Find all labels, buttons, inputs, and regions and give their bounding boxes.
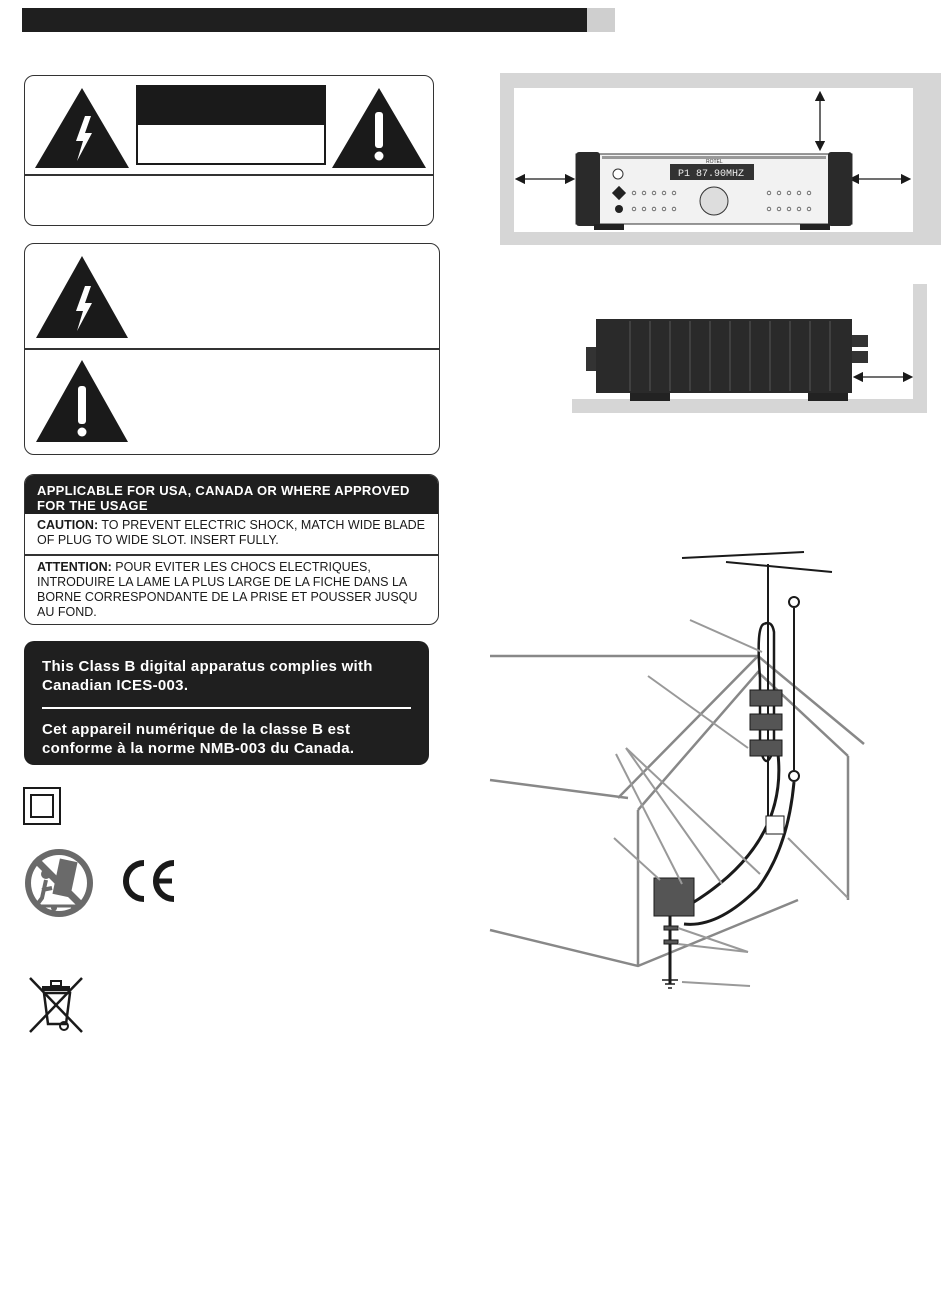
- ices-english: This Class B digital apparatus complies …: [42, 658, 373, 694]
- weee-crossed-bin-icon: [29, 977, 83, 1033]
- cart-tip-over-warning-icon: [25, 849, 93, 917]
- divider: [42, 707, 411, 709]
- unit-front-view: ROTEL P1 87.90MHZ: [514, 90, 912, 230]
- caution-text: CAUTION: TO PREVENT ELECTRIC SHOCK, MATC…: [37, 518, 426, 547]
- ventilation-side-shelf: [572, 399, 927, 413]
- antenna-grounding-diagram: [489, 551, 865, 989]
- divider: [24, 174, 434, 176]
- unit-side-view: [586, 319, 914, 401]
- page-header-bar: [22, 8, 587, 32]
- ices-french: Cet appareil numérique de la classe B es…: [42, 720, 355, 757]
- exclamation-warning-icon: [332, 88, 426, 168]
- plug-polarity-notice: APPLICABLE FOR USA, CANADA OR WHERE APPR…: [24, 474, 439, 625]
- page-header-tab: [587, 8, 615, 32]
- attention-text: ATTENTION: POUR EVITER LES CHOCS ELECTRI…: [37, 559, 418, 619]
- caution-panel: [24, 75, 434, 226]
- divider: [24, 348, 440, 350]
- plug-notice-heading: APPLICABLE FOR USA, CANADA OR WHERE APPR…: [25, 475, 438, 514]
- ventilation-side-wall: [913, 284, 927, 413]
- divider: [25, 554, 438, 556]
- ce-mark-icon: CE: [123, 860, 175, 902]
- exclamation-warning-icon: [36, 360, 128, 442]
- lightning-warning-icon: [35, 88, 129, 168]
- ices-compliance-notice: This Class B digital apparatus complies …: [24, 641, 429, 765]
- unit-display: P1 87.90MHZ: [678, 169, 744, 180]
- caution-label-box: [136, 85, 326, 165]
- lightning-warning-icon: [36, 256, 128, 338]
- class-ii-double-insulation-icon: [23, 787, 61, 825]
- unit-brand: ROTEL: [706, 159, 723, 165]
